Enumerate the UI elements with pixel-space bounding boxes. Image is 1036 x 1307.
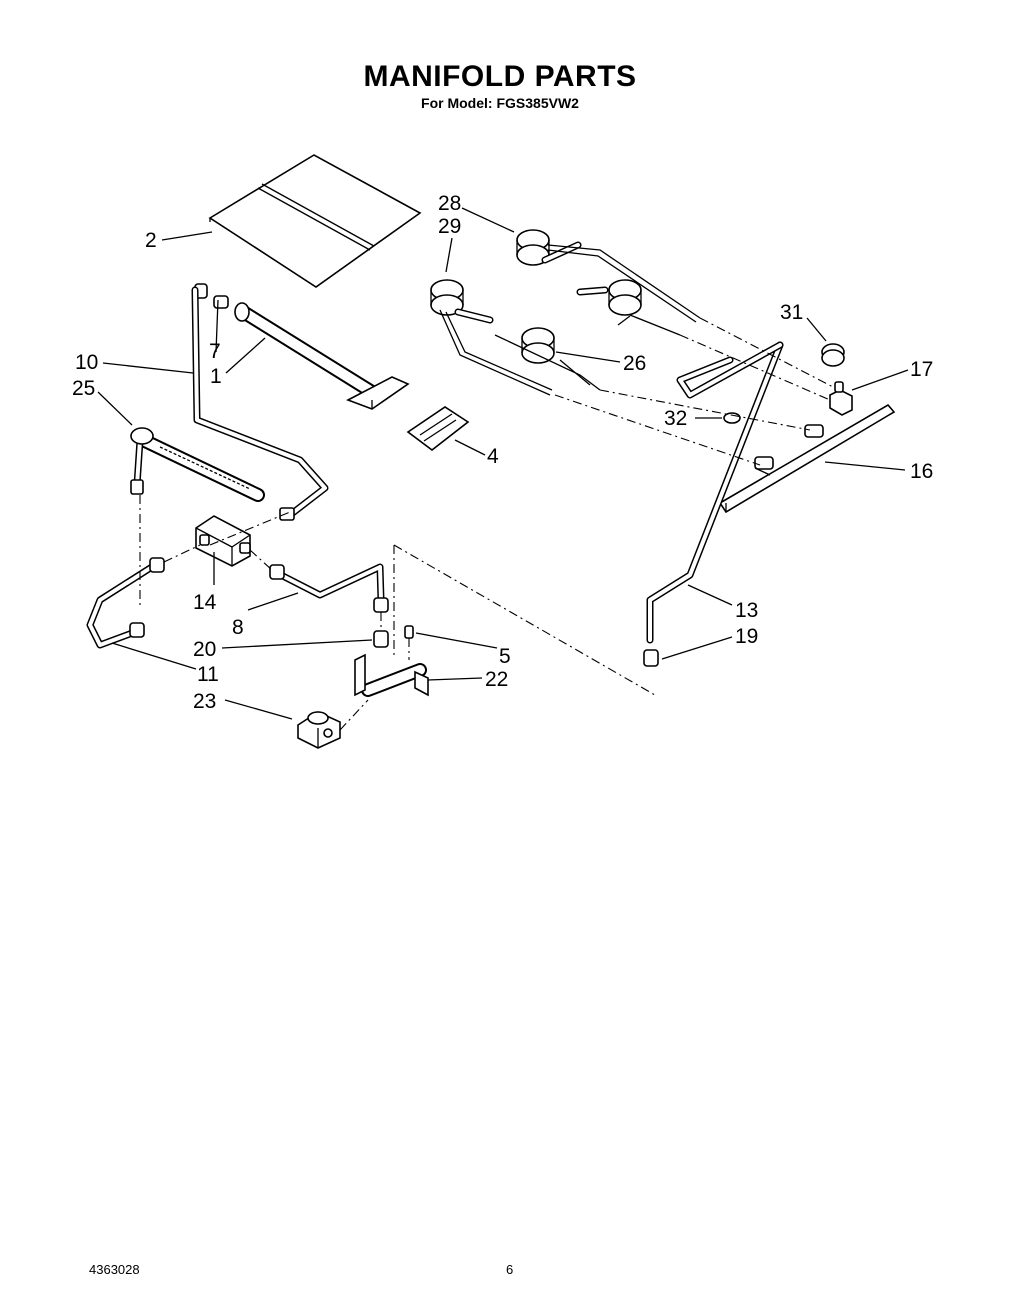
part-23-regulator: [297, 711, 341, 749]
callout-13: 13: [735, 599, 758, 622]
leader-lines: [97, 207, 909, 720]
part-17-orifice: [829, 381, 853, 416]
assembly-lines: [139, 317, 836, 731]
page-number: 6: [506, 1262, 514, 1277]
part-22-manifold-bracket: [354, 625, 429, 697]
callout-11: 11: [197, 663, 219, 686]
callout-16: 16: [910, 460, 933, 483]
part-4-bracket: [406, 406, 470, 452]
part-1-oven-burner: [234, 302, 410, 410]
document-number: 4363028: [89, 1262, 140, 1277]
callout-17: 17: [910, 358, 933, 381]
callout-10: 10: [75, 351, 98, 374]
callout-20: 20: [193, 638, 216, 661]
part-11-broil-tube: [86, 557, 165, 649]
part-16-manifold-bar: [718, 403, 896, 514]
callout-22: 22: [485, 668, 508, 691]
part-26-burner-rear-right: [576, 279, 681, 336]
callout-32: 32: [664, 407, 687, 430]
callout-7: 7: [209, 340, 221, 363]
part-29-burner-front-left: [430, 279, 553, 396]
callout-19: 19: [735, 625, 758, 648]
part-26-burner-front-right: [494, 327, 601, 391]
part-13-supply-tube: [643, 341, 784, 667]
callout-8: 8: [232, 616, 244, 639]
part-25-broil-burner: [130, 427, 265, 502]
model-subtitle: For Model: FGS385VW2: [421, 95, 579, 111]
callout-26: 26: [623, 352, 646, 375]
callouts: 2 7 1 10 25 4 14 8 20 11 23 5 22 28 29 2…: [72, 192, 933, 713]
callout-29: 29: [438, 215, 461, 238]
part-31-knob: [821, 343, 845, 367]
part-28-burner-rear-left: [516, 229, 701, 323]
callout-28: 28: [438, 192, 461, 215]
part-7-orifice: [194, 283, 229, 309]
callout-5: 5: [499, 645, 511, 668]
callout-23: 23: [193, 690, 216, 713]
part-10-supply-tube: [191, 286, 329, 521]
callout-4: 4: [487, 445, 499, 468]
callout-14: 14: [193, 591, 217, 614]
part-2-shield-plate: [208, 154, 422, 288]
part-8-tube: [269, 563, 389, 613]
part-14-safety-valve: [195, 515, 251, 567]
callout-1: 1: [210, 365, 222, 388]
callout-25: 25: [72, 377, 95, 400]
callout-31: 31: [780, 301, 803, 324]
manifold-parts-diagram: 2 7 1 10 25 4 14 8 20 11 23 5 22 28 29 2…: [72, 154, 933, 749]
page-title: MANIFOLD PARTS: [363, 60, 637, 93]
callout-2: 2: [145, 229, 157, 252]
